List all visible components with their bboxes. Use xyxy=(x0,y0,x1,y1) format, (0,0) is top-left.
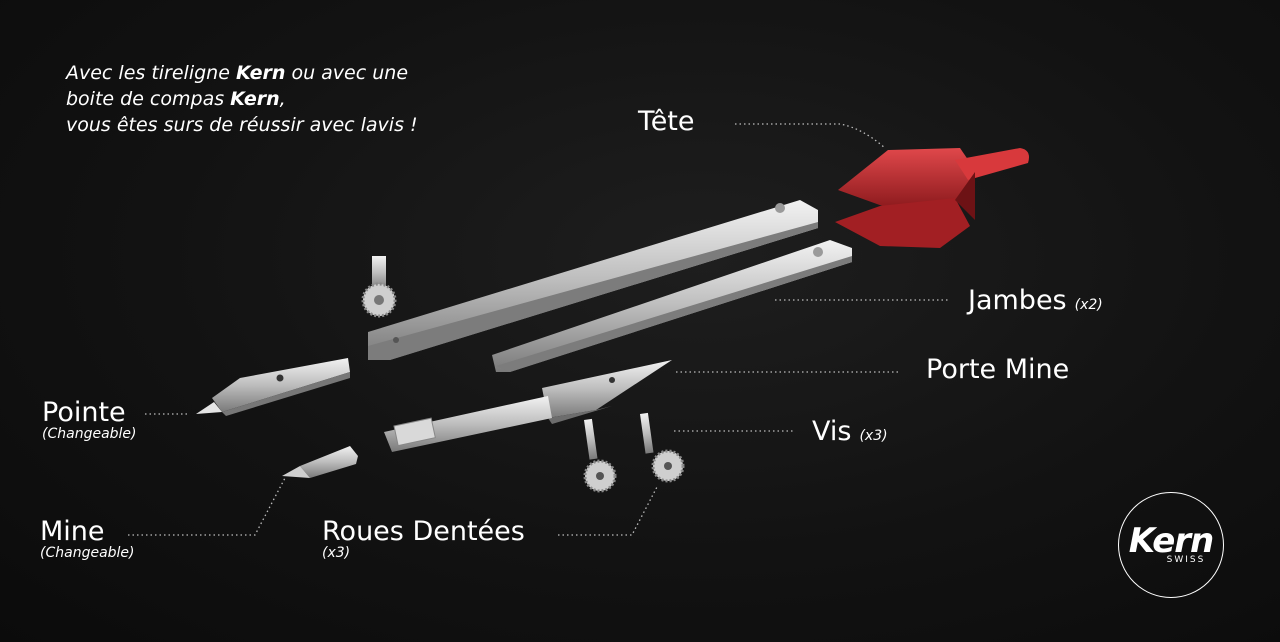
label-jambes-qty: (x2) xyxy=(1074,297,1103,313)
label-roues-group: Roues Dentées (x3) xyxy=(322,516,525,561)
label-jambes: Jambes xyxy=(968,285,1067,316)
intro-line-1: Avec les tireligne Kern ou avec une xyxy=(66,60,506,86)
intro-brand-1: Kern xyxy=(235,62,286,84)
intro-line-2-a: boite de compas xyxy=(66,88,231,110)
intro-brand-2: Kern xyxy=(230,88,280,110)
label-roues-qty: (x3) xyxy=(322,545,351,561)
mine-part xyxy=(282,446,358,478)
intro-line-1-a: Avec les tireligne xyxy=(66,62,236,84)
porte-mine-part xyxy=(384,360,672,452)
label-mine-note: (Changeable) xyxy=(40,545,135,561)
pointe-part xyxy=(196,358,350,416)
screws-and-gears-part xyxy=(583,412,685,493)
label-mine-group: Mine (Changeable) xyxy=(40,516,135,561)
label-porte-mine: Porte Mine xyxy=(926,354,1070,385)
legs-part xyxy=(368,200,852,372)
label-pointe: Pointe xyxy=(42,397,126,428)
label-pointe-note: (Changeable) xyxy=(42,426,137,442)
label-vis-group: Vis (x3) xyxy=(812,416,888,447)
intro-line-2: boite de compas Kern, xyxy=(66,86,506,112)
intro-line-3: vous êtes surs de réussir avec lavis ! xyxy=(66,114,418,136)
intro-line-2-b: , xyxy=(279,88,286,110)
leader-lines xyxy=(128,123,950,536)
gear-small-part xyxy=(361,256,397,318)
intro-line-1-b: ou avec une xyxy=(285,62,409,84)
label-mine: Mine xyxy=(40,516,105,547)
kern-logo: Kern SWISS xyxy=(1118,492,1224,598)
label-vis-qty: (x3) xyxy=(859,428,888,444)
logo-brand: Kern xyxy=(1128,521,1215,561)
label-pointe-group: Pointe (Changeable) xyxy=(42,397,137,442)
intro-text: Avec les tireligne Kern ou avec une boit… xyxy=(66,60,506,138)
head-part xyxy=(835,148,1029,248)
label-roues: Roues Dentées xyxy=(322,516,525,547)
label-jambes-group: Jambes (x2) xyxy=(968,285,1103,316)
label-tete: Tête xyxy=(638,106,695,137)
label-vis: Vis xyxy=(812,416,852,447)
logo-sub: SWISS xyxy=(1166,555,1206,565)
